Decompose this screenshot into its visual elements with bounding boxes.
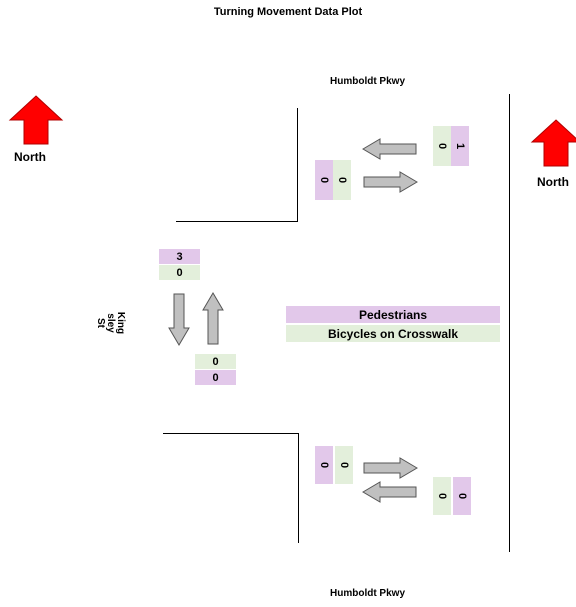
street-label-left: King sley St — [95, 311, 126, 335]
arrow-right-icon — [363, 457, 418, 479]
legend-pedestrians: Pedestrians — [286, 306, 500, 323]
arrow-left-icon — [362, 481, 417, 503]
north-arrow-icon — [8, 95, 64, 145]
curb-line — [297, 108, 298, 222]
count-bicycles-north-left: 0 — [333, 160, 351, 200]
legend-bicycles: Bicycles on Crosswalk — [286, 325, 500, 342]
count-bicycles-west-top: 0 — [159, 265, 200, 280]
curb-line — [176, 221, 298, 222]
arrow-up-icon — [202, 292, 224, 345]
count-pedestrians-south-left: 0 — [315, 446, 333, 484]
curb-line — [163, 433, 299, 434]
arrow-down-icon — [168, 293, 190, 346]
north-label-left: North — [14, 150, 46, 164]
count-bicycles-south-right: 0 — [433, 477, 451, 515]
count-bicycles-west-bottom: 0 — [195, 354, 236, 369]
page-title: Turning Movement Data Plot — [213, 6, 363, 18]
count-pedestrians-north-left: 0 — [315, 160, 333, 200]
north-arrow-icon — [530, 119, 576, 167]
count-pedestrians-north-right: 1 — [451, 126, 469, 166]
count-pedestrians-west-bottom: 0 — [195, 370, 236, 385]
arrow-left-icon — [362, 138, 417, 160]
street-label-bottom: Humboldt Pkwy — [330, 588, 406, 599]
curb-line — [509, 94, 510, 552]
count-pedestrians-west-top: 3 — [159, 249, 200, 264]
street-label-top: Humboldt Pkwy — [330, 76, 406, 87]
arrow-right-icon — [363, 171, 418, 193]
north-label-right: North — [537, 175, 569, 189]
count-bicycles-north-right: 0 — [433, 126, 451, 166]
curb-line — [298, 433, 299, 543]
count-bicycles-south-left: 0 — [335, 446, 353, 484]
count-pedestrians-south-right: 0 — [453, 477, 471, 515]
